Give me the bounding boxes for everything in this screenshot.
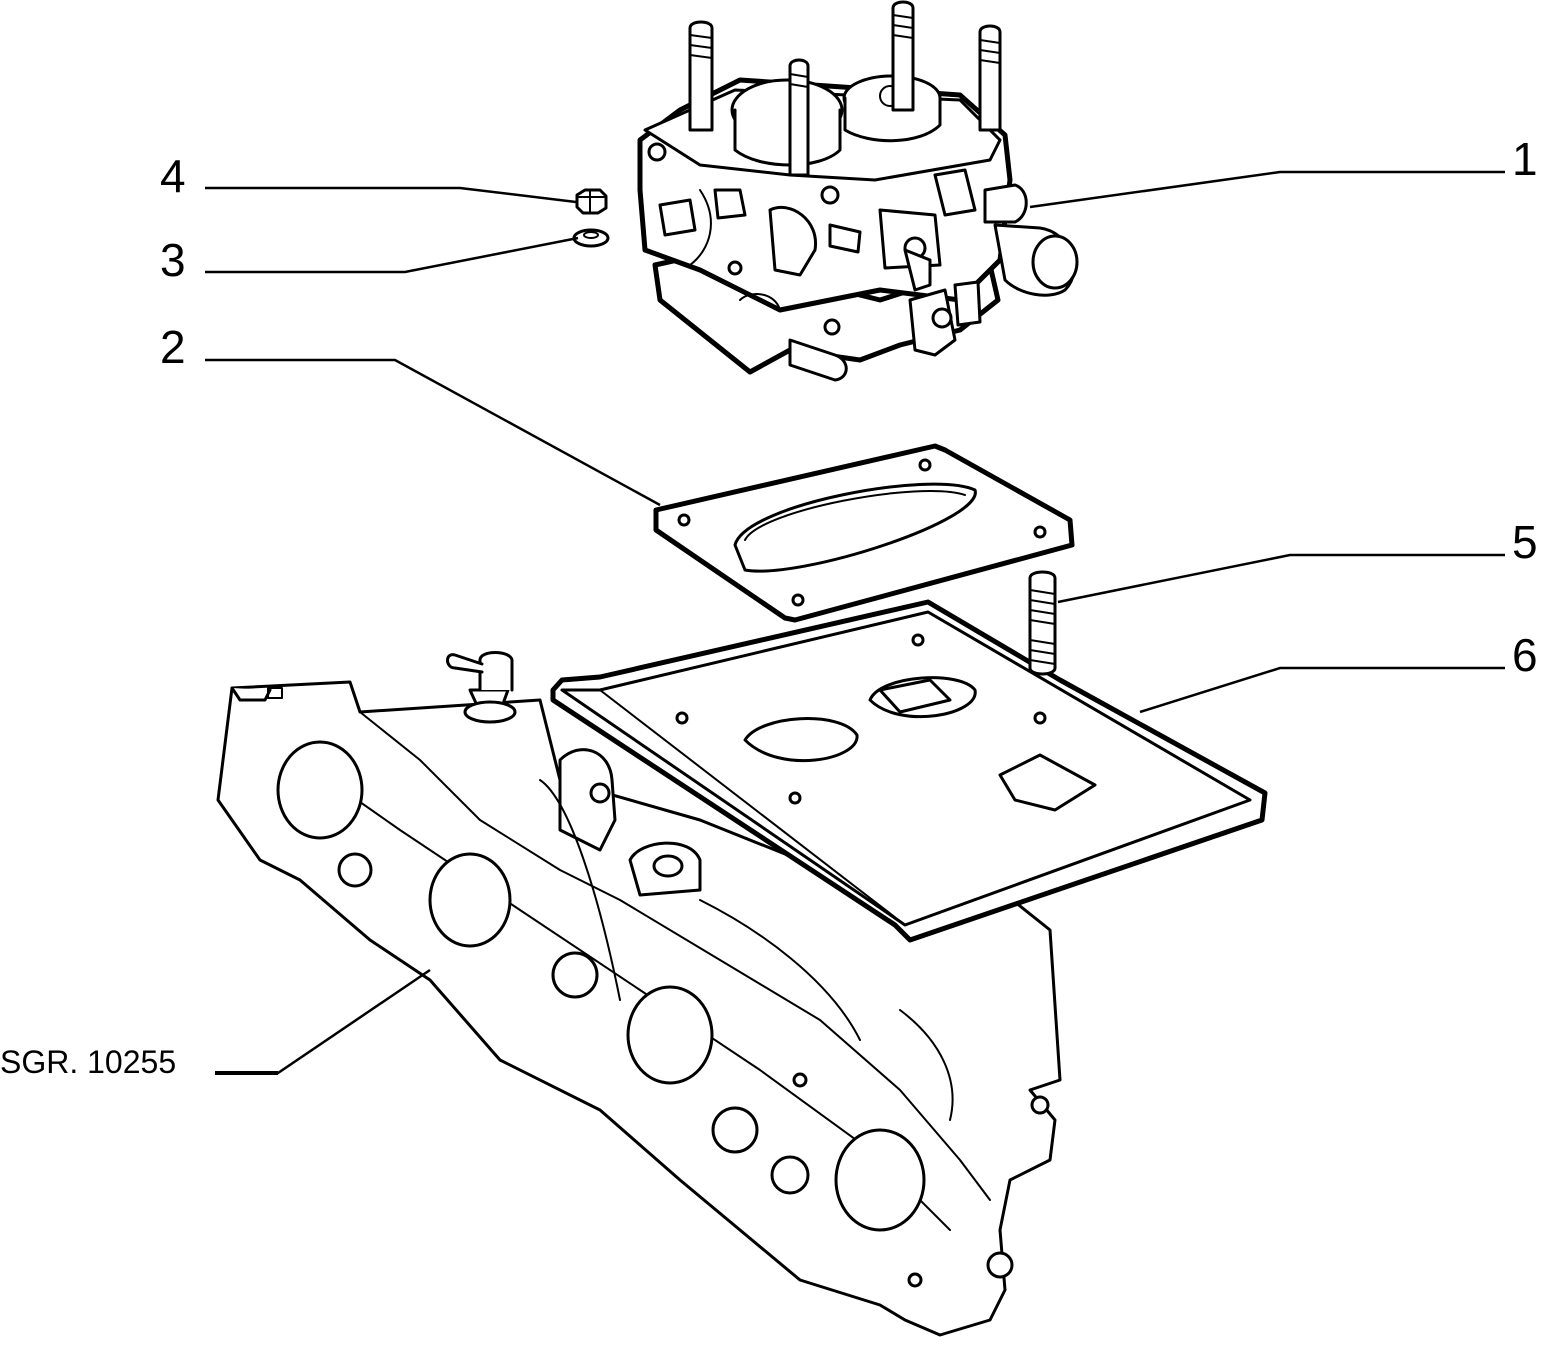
leader-line-6 [1139, 666, 1505, 714]
callout-5: 5 [1512, 516, 1538, 568]
carburetor-icon [637, 0, 1079, 382]
callout-1: 1 [1512, 133, 1538, 185]
callout-6: 6 [1512, 629, 1538, 681]
leader-line-5 [1057, 553, 1505, 604]
reference-code: SGR. 10255 [0, 1044, 176, 1080]
gasket-icon [653, 443, 1075, 623]
leader-line-ref [215, 968, 431, 1075]
leader-line-2 [205, 358, 661, 507]
callout-3: 3 [160, 234, 186, 286]
leader-line-1 [1029, 170, 1505, 209]
stud-icon [1028, 570, 1057, 676]
nut-icon [575, 188, 608, 215]
leader-line-4 [205, 186, 577, 204]
callout-2: 2 [160, 321, 186, 373]
leader-lines [205, 170, 1505, 1075]
spacer-plate-icon [550, 599, 1268, 943]
callout-4: 4 [160, 150, 186, 202]
intake-manifold-icon [216, 651, 1062, 1337]
leader-line-3 [205, 236, 579, 274]
washer-icon [572, 228, 610, 248]
